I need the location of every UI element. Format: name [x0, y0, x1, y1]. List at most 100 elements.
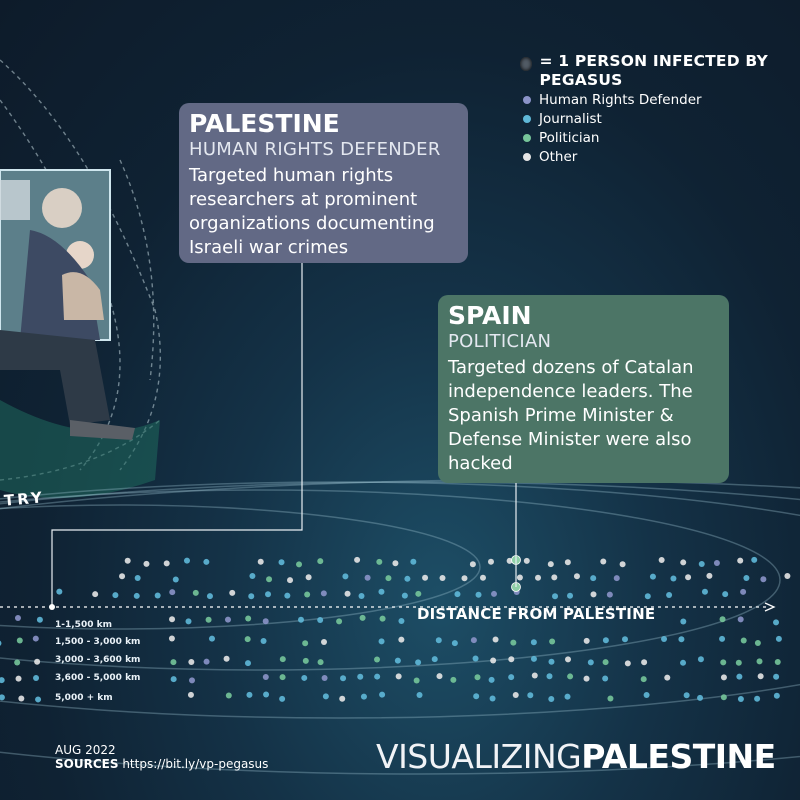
person-dot [722, 591, 729, 598]
palestine-origin-dot [49, 604, 55, 610]
person-dot [344, 590, 351, 597]
person-dot [530, 655, 537, 662]
person-dot [287, 577, 294, 584]
person-dot-icon [520, 57, 532, 71]
person-dot [0, 677, 5, 684]
person-dot [278, 559, 285, 566]
person-dot [474, 674, 481, 681]
ring-label: 3,000 - 3,600 km [55, 655, 141, 665]
person-dot [404, 575, 411, 582]
person-dot [154, 592, 161, 599]
person-dot [720, 674, 727, 681]
person-dot [304, 591, 311, 598]
person-dot [737, 557, 744, 564]
person-dot [170, 659, 177, 666]
person-dot [265, 591, 272, 598]
person-dot [658, 556, 665, 563]
person-dot [192, 589, 199, 596]
person-dot [225, 692, 232, 699]
person-dot [698, 560, 705, 567]
person-dot [547, 561, 554, 568]
person-dot [775, 635, 782, 642]
legend-swatch [523, 96, 531, 104]
person-dot [737, 695, 744, 702]
card-description: Targeted human rights researchers at pro… [189, 165, 435, 258]
person-dot [508, 674, 515, 681]
person-dot [172, 576, 179, 583]
axis-arrow [764, 602, 776, 612]
person-dot [224, 616, 231, 623]
dashed-arc [119, 159, 155, 381]
person-dot [187, 691, 194, 698]
person-dot [203, 558, 210, 565]
person-dot [697, 694, 704, 701]
person-dot [183, 557, 190, 564]
person-dot [546, 673, 553, 680]
person-dot [394, 657, 401, 664]
person-dot [415, 659, 422, 666]
person-dot [279, 674, 286, 681]
legend-item: Journalist [520, 110, 800, 128]
person-dot [607, 695, 614, 702]
sources-link[interactable]: https://bit.ly/vp-pegasus [122, 757, 269, 771]
brand-bold: PALESTINE [581, 737, 776, 776]
person-dot [587, 659, 594, 666]
person-dot [530, 639, 537, 646]
person-dot [124, 557, 131, 564]
person-dot [583, 675, 590, 682]
legend-item: Other [520, 148, 800, 166]
legend-heading: = 1 PERSON INFECTED BY PEGASUS [520, 52, 800, 90]
person-dot [248, 593, 255, 600]
person-dot [32, 635, 39, 642]
person-dot [359, 614, 366, 621]
person-dot [249, 573, 256, 580]
person-dot [321, 674, 328, 681]
person-dot [244, 636, 251, 643]
person-dot [112, 592, 119, 599]
child-body [62, 272, 104, 320]
person-dot [506, 557, 513, 564]
person-dot [680, 618, 687, 625]
legend-label: Journalist [539, 111, 602, 127]
person-dot [736, 673, 743, 680]
person-dot [260, 637, 267, 644]
person-dot [773, 692, 780, 699]
person-dot [510, 639, 517, 646]
person-dot [678, 636, 685, 643]
person-dot [56, 588, 63, 595]
person-dot [266, 576, 273, 583]
person-dot [302, 640, 309, 647]
person-dot [613, 575, 620, 582]
ring-label: 3,600 - 5,000 km [55, 673, 141, 683]
legend-label: Other [539, 149, 578, 165]
person-dot [413, 677, 420, 684]
person-dot [549, 638, 556, 645]
person-dot [567, 592, 574, 599]
person-dot [245, 615, 252, 622]
person-dot [685, 574, 692, 581]
person-dot [392, 560, 399, 567]
person-dot [680, 559, 687, 566]
distance-axis [0, 602, 776, 612]
person-dot [410, 558, 417, 565]
person-dot [379, 691, 386, 698]
person-dot [450, 676, 457, 683]
person-dot [0, 640, 2, 646]
person-dot [33, 674, 40, 681]
axis-label: DISTANCE FROM PALESTINE [417, 605, 656, 623]
person-dot [548, 695, 555, 702]
distance-ring [0, 489, 781, 671]
person-dot [206, 593, 213, 600]
person-dot [621, 636, 628, 643]
person-dot [773, 619, 780, 626]
person-dot [619, 561, 626, 568]
person-dot [188, 677, 195, 684]
person-dot [573, 573, 580, 580]
distance-ring [0, 504, 481, 630]
person-dot [774, 659, 781, 666]
person-dot [643, 692, 650, 699]
person-dot [706, 572, 713, 579]
distance-ring [0, 481, 800, 775]
person-dot [301, 674, 308, 681]
person-dot [472, 655, 479, 662]
